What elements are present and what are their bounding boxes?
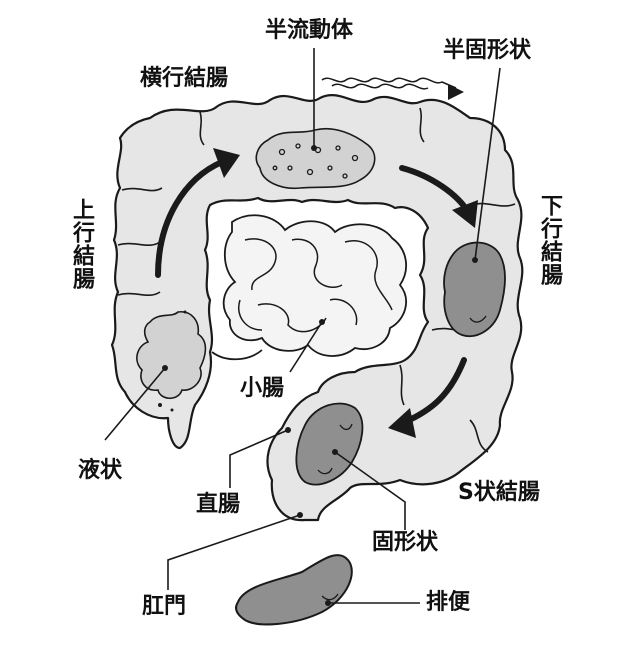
coil-line xyxy=(244,238,277,291)
haustra-fold xyxy=(117,291,161,296)
coil-line xyxy=(238,299,263,331)
solid-stool xyxy=(295,402,364,486)
coil-line xyxy=(329,298,358,326)
label-ascending-colon: 上行結腸 xyxy=(69,198,94,290)
leader-liquid xyxy=(104,367,166,441)
haustra-fold xyxy=(469,419,489,453)
wavy-arrow-head xyxy=(448,84,464,100)
haustra-fold xyxy=(199,111,205,146)
leader-rectum xyxy=(229,429,289,488)
arrow-head-descending xyxy=(452,200,478,228)
label-small-intestine: 小腸 xyxy=(240,376,285,401)
label-sigmoid-colon: S状結腸 xyxy=(458,480,540,505)
stool-crack xyxy=(469,315,487,323)
haustra-fold xyxy=(121,187,163,192)
semi-solid-stool xyxy=(443,241,506,337)
ileum-connection xyxy=(211,349,263,361)
excreted-stool xyxy=(235,554,353,626)
leader-semi-solid xyxy=(474,67,501,261)
liquid-dots xyxy=(158,310,187,412)
arrow-head-ascending xyxy=(213,148,240,178)
coil-line xyxy=(344,239,393,311)
haustra-fold xyxy=(117,241,161,246)
label-liquid: 液状 xyxy=(78,458,123,483)
arrow-head-sigmoid xyxy=(388,408,416,438)
leader-anus xyxy=(167,514,301,590)
leader-lines xyxy=(104,48,501,604)
arrow-up-ascending xyxy=(155,159,225,278)
haustra-fold xyxy=(419,107,425,143)
small-intestine-shape xyxy=(222,214,407,357)
label-semi-solid: 半固形状 xyxy=(443,38,532,63)
leader-solid xyxy=(334,451,406,530)
label-anus: 肛門 xyxy=(142,594,187,619)
solid-stool-marks xyxy=(317,423,353,475)
excreted-stool-crack xyxy=(321,593,339,601)
label-descending-colon: 下行結腸 xyxy=(537,194,562,286)
leader-dots xyxy=(162,145,478,606)
label-rectum: 直腸 xyxy=(196,492,241,517)
label-solid: 固形状 xyxy=(372,530,439,555)
haustra-fold xyxy=(399,364,405,406)
coil-line xyxy=(291,238,343,288)
leader-small-intestine xyxy=(289,321,323,373)
arrow-heads xyxy=(213,148,478,438)
wavy-arrow xyxy=(321,77,457,90)
label-defecation: 排便 xyxy=(426,590,471,615)
coil-line xyxy=(257,303,327,333)
semi-liquid-bubbles xyxy=(272,143,359,179)
liquid-stool xyxy=(136,311,207,400)
label-semi-liquid: 半流動体 xyxy=(265,18,354,43)
small-intestine xyxy=(211,214,407,361)
arrow-to-sigmoid xyxy=(402,357,467,425)
label-transverse-colon: 横行結腸 xyxy=(140,66,229,91)
